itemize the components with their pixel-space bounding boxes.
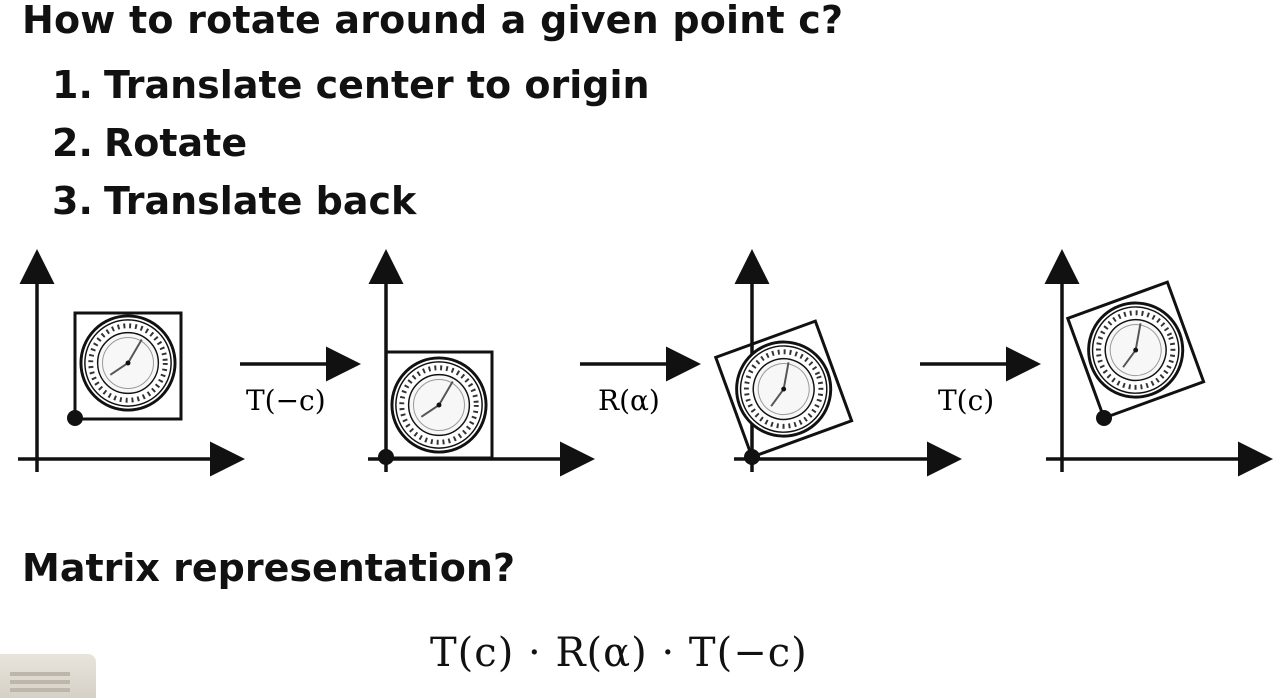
slide-title: How to rotate around a given point c? [22,0,844,42]
panel-original [18,249,245,477]
step-number: 2. [52,121,93,165]
steps-list: 1. Translate center to origin 2. Rotate … [52,56,650,230]
matrix-heading: Matrix representation? [22,546,515,590]
origin-dot [744,449,760,465]
label-t-neg-c: T(−c) [246,384,326,417]
panel-rotated [713,249,962,477]
transform-diagram: T(−c) R(α) T(c) [18,249,1273,477]
step-text: Translate back [104,179,417,223]
matrix-formula: T(c) · R(α) · T(−c) [430,630,808,676]
step-text: Rotate [104,121,248,165]
step-item: 1. Translate center to origin [52,56,650,114]
step-number: 1. [52,63,93,107]
panel-translated [368,249,595,477]
label-r-alpha: R(α) [598,384,660,417]
step-number: 3. [52,179,93,223]
point-c-dot [1096,410,1112,426]
step-item: 2. Rotate [52,114,650,172]
panel-final [1044,249,1273,477]
origin-dot [378,449,394,465]
step-item: 3. Translate back [52,172,650,230]
step-text: Translate center to origin [104,63,650,107]
corner-decoration [0,654,96,698]
point-c-dot [67,410,83,426]
label-t-c: T(c) [938,384,994,417]
